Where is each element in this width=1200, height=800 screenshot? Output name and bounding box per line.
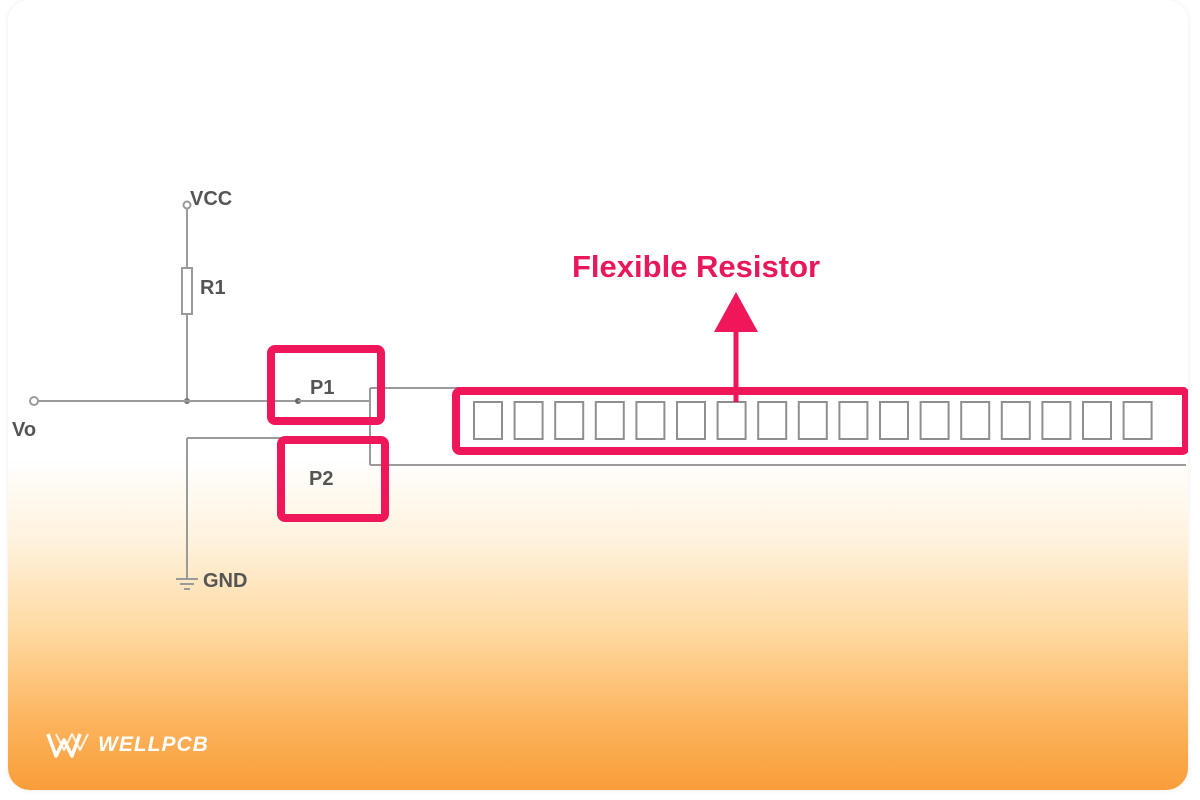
p1-highlight-box xyxy=(267,345,385,425)
sensor-cell xyxy=(757,401,788,440)
diagram-card: VCC R1 Vo GND P1 P2 Flexible Resistor WE… xyxy=(8,0,1188,790)
sensor-cell xyxy=(960,401,991,440)
p2-highlight-box xyxy=(277,436,389,522)
sensor-cell xyxy=(797,401,828,440)
sensor-cell xyxy=(1000,401,1031,440)
vo-label: Vo xyxy=(12,419,36,441)
brand-name: WELLPCB xyxy=(98,733,209,756)
sensor-cell xyxy=(1122,401,1153,440)
circuit-diagram: VCC R1 Vo GND P1 P2 Flexible Resistor xyxy=(12,188,1188,592)
vcc-terminal xyxy=(182,200,192,210)
r1-label: R1 xyxy=(200,277,226,299)
callout-arrow-head xyxy=(714,292,758,332)
p1-label: P1 xyxy=(310,377,334,399)
gnd-label: GND xyxy=(203,570,247,592)
sensor-cell xyxy=(635,401,666,440)
sensor-cell xyxy=(879,401,909,440)
resistor-r1 xyxy=(181,267,193,315)
sensor-cell xyxy=(554,401,585,440)
sensor-cell xyxy=(1082,401,1112,440)
sensor-cell xyxy=(1041,401,1072,440)
sensor-cell xyxy=(594,401,625,440)
sensor-cell xyxy=(838,401,869,440)
sensor-cell xyxy=(473,401,503,440)
sensor-cells xyxy=(473,401,1153,440)
vo-terminal xyxy=(29,396,39,406)
sensor-cell xyxy=(513,401,544,440)
sensor-cell xyxy=(676,401,706,440)
flexible-resistor-highlight-box xyxy=(452,387,1188,455)
vcc-label: VCC xyxy=(190,188,232,210)
flexible-resistor-label: Flexible Resistor xyxy=(572,249,820,284)
wellpcb-logo-icon xyxy=(46,733,89,758)
p2-label: P2 xyxy=(309,468,333,490)
sensor-cell xyxy=(716,401,747,440)
sensor-cell xyxy=(919,401,950,440)
brand-logo: WELLPCB xyxy=(46,730,209,760)
